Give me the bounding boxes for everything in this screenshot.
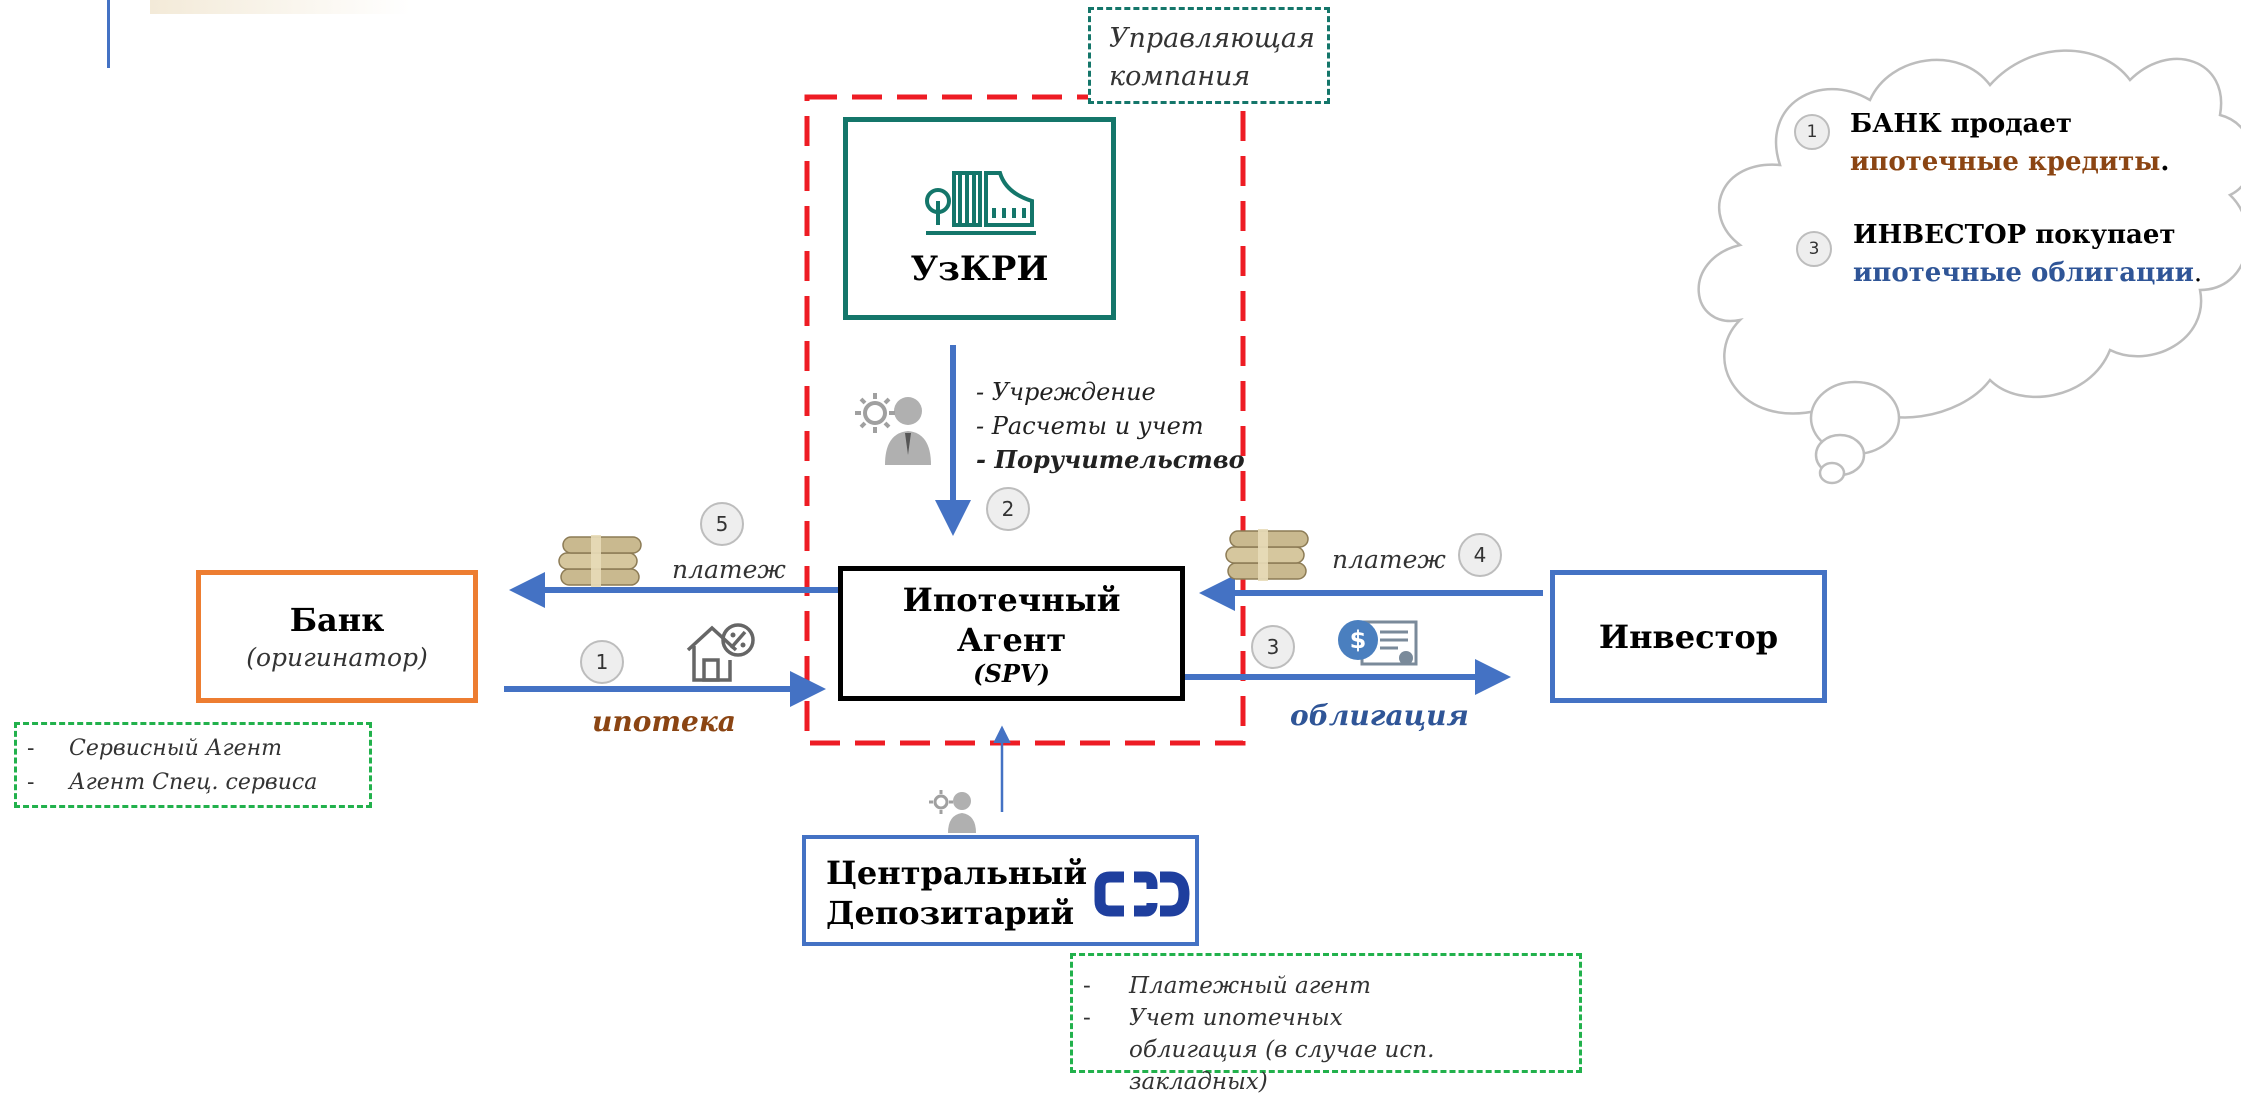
- cloud-item-2: ИНВЕСТОР покупает ипотечные облигации.: [1853, 216, 2202, 292]
- service-item-guarantee: - Поручительство: [976, 445, 1245, 474]
- cloud-item-1-end: .: [2160, 147, 2170, 177]
- mortgage-house-icon: [686, 623, 755, 682]
- thought-cloud: [1697, 49, 2241, 485]
- depository-person-icon: [929, 790, 976, 833]
- flow-arrows: [504, 49, 2241, 812]
- depository-line2: Депозитарий: [826, 894, 1075, 932]
- cloud-step-badge-1: 1: [1794, 114, 1830, 150]
- step-badge-3: 3: [1251, 625, 1295, 669]
- step-badge-5: 5: [700, 502, 744, 546]
- service-item-establishment: - Учреждение: [976, 378, 1156, 406]
- uzkri-box: УзКРИ: [843, 117, 1116, 320]
- bank-box: Банк (оригинатор): [196, 570, 478, 703]
- service-item-settlements: - Расчеты и учет: [976, 412, 1204, 440]
- header-divider-line: [107, 0, 110, 68]
- money-stack-icon-right: [1225, 529, 1309, 581]
- cloud-item-1-line2: ипотечные кредиты.: [1850, 143, 2169, 181]
- mortgage-label: ипотека: [592, 705, 736, 738]
- cloud-item-2-line2: ипотечные облигации.: [1853, 254, 2202, 292]
- step-badge-1: 1: [580, 640, 624, 684]
- depository-note-item: Учет ипотечных облигация (в случае исп. …: [1073, 1002, 1473, 1098]
- payment-label-left: платеж: [672, 555, 786, 584]
- spv-box: Ипотечный Агент (SPV): [838, 566, 1185, 701]
- management-company-label-box: Управляющая компания: [1088, 7, 1330, 104]
- depository-name: Центральный Депозитарий: [826, 853, 1087, 933]
- cloud-step-badge-3: 3: [1796, 231, 1832, 267]
- investor-name: Инвестор: [1598, 617, 1779, 656]
- money-stack-icon-left: [558, 535, 642, 587]
- service-person-icon: [855, 393, 931, 465]
- bank-note-item: Агент Спец. сервиса: [17, 766, 369, 800]
- cloud-item-1: БАНК продает ипотечные кредиты.: [1850, 105, 2169, 181]
- bond-certificate-icon: $: [1338, 620, 1418, 666]
- step-badge-2: 2: [986, 487, 1030, 531]
- bond-label: облигация: [1290, 699, 1469, 732]
- bank-notes-box: Сервисный Агент Агент Спец. сервиса: [14, 722, 372, 808]
- investor-box: Инвестор: [1550, 570, 1827, 703]
- csd-logo-icon: [1094, 871, 1190, 917]
- bank-sub: (оригинатор): [246, 642, 428, 672]
- bank-notes-list: Сервисный Агент Агент Спец. сервиса: [17, 732, 369, 800]
- cloud-item-1-highlight: ипотечные кредиты: [1850, 147, 2161, 177]
- bank-note-item: Сервисный Агент: [17, 732, 369, 766]
- cloud-item-1-text: БАНК продает: [1850, 109, 2073, 139]
- buildings-icon: [924, 170, 1036, 235]
- payment-label-right: платеж: [1332, 545, 1446, 574]
- cloud-item-2-end: .: [2193, 258, 2203, 288]
- depository-line1: Центральный: [826, 854, 1088, 892]
- cloud-item-2-highlight: ипотечные облигации: [1853, 258, 2194, 288]
- depository-notes-box: Платежный агент Учет ипотечных облигация…: [1070, 953, 1582, 1095]
- cloud-item-2-text: ИНВЕСТОР покупает: [1853, 220, 2176, 250]
- depository-note-item: Платежный агент: [1073, 970, 1473, 1002]
- step-badge-4: 4: [1458, 533, 1502, 577]
- uzkri-name: УзКРИ: [910, 248, 1049, 289]
- bank-name: Банк: [289, 600, 385, 639]
- spv-line2: Агент: [956, 620, 1067, 659]
- depository-box: Центральный Депозитарий: [802, 835, 1199, 946]
- management-company-label: Управляющая компания: [1109, 23, 1315, 92]
- spv-line1: Ипотечный: [902, 580, 1121, 619]
- header-logo-fragment: [150, 0, 410, 14]
- spv-line3: (SPV): [973, 658, 1050, 688]
- svg-text:$: $: [1350, 626, 1367, 654]
- depository-notes-list: Платежный агент Учет ипотечных облигация…: [1073, 970, 1473, 1098]
- services-list: - Учреждение - Расчеты и учет - Поручите…: [976, 375, 1245, 477]
